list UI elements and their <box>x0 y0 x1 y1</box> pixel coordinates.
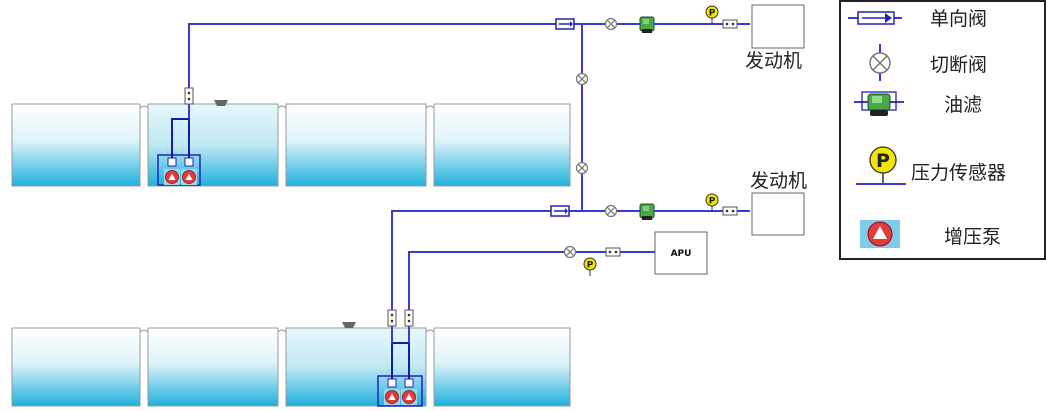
boost-pump-icon <box>163 168 181 186</box>
junction-box-icon <box>605 247 621 257</box>
legend-label-pressure-sensor: 压力传感器 <box>911 162 1006 184</box>
svg-text:P: P <box>876 150 890 172</box>
pressure-sensor-icon <box>583 257 597 277</box>
legend-label-boost-pump: 增压泵 <box>944 226 1001 248</box>
boost-pump-icon <box>383 388 401 406</box>
shutoff-valve-icon <box>604 204 618 218</box>
legend-label-oil-filter: 油滤 <box>944 94 982 116</box>
check-valve-icon <box>555 18 575 30</box>
oil-filter-icon <box>635 16 659 34</box>
legend-check-valve-icon <box>848 11 902 25</box>
junction-box-icon <box>404 309 414 327</box>
upper-tank-row <box>11 100 571 187</box>
pressure-sensor-icon <box>705 5 719 25</box>
oil-filter-icon <box>635 203 659 221</box>
apu-label: APU <box>671 249 692 259</box>
legend-shutoff-valve-icon <box>869 44 891 81</box>
legend-boost-pump-icon <box>860 220 900 248</box>
engine-bottom-label: 发动机 <box>750 170 807 192</box>
pressure-sensor-icon <box>705 193 719 213</box>
lower-tank-row <box>11 322 571 407</box>
legend-pressure-sensor-icon: P <box>856 146 906 185</box>
apu-box <box>654 231 708 275</box>
legend-label-shutoff-valve: 切断阀 <box>930 54 987 76</box>
engine-top-box <box>751 4 805 49</box>
shutoff-valve-icon <box>563 245 577 259</box>
shutoff-valve-icon <box>604 17 618 31</box>
junction-box-icon <box>722 206 738 216</box>
boost-pump-icon <box>400 388 418 406</box>
boost-pump-icon <box>180 168 198 186</box>
shutoff-valve-icon <box>575 72 589 86</box>
engine-top-label: 发动机 <box>745 50 802 72</box>
junction-box-icon <box>722 19 738 29</box>
check-valve-icon <box>550 205 570 217</box>
shutoff-valve-icon <box>575 161 589 175</box>
legend-oil-filter-icon <box>854 91 904 116</box>
engine-bottom-box <box>751 192 805 236</box>
junction-box-icon <box>184 87 194 105</box>
legend-label-check-valve: 单向阀 <box>930 8 987 30</box>
junction-box-icon <box>387 309 397 327</box>
legend: 单向阀 切断阀 油滤 P 压力传感器 <box>839 0 1046 260</box>
